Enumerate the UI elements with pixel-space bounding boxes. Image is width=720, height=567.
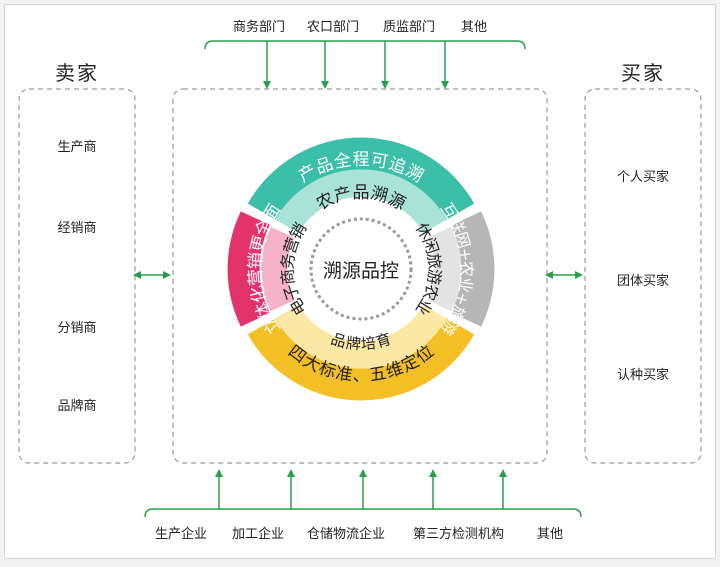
buyer-box — [584, 88, 702, 464]
top-bracket — [204, 40, 526, 50]
bottom-party-4: 第三方检测机构 — [413, 527, 505, 542]
center-label: 溯源品控 — [323, 260, 399, 282]
seller-item: 分销商 — [57, 321, 97, 336]
ring-left-outer — [227, 211, 270, 327]
bottom-bracket — [144, 508, 582, 518]
buyer-item: 认种买家 — [616, 368, 669, 383]
top-dept-2: 农口部门 — [307, 20, 360, 35]
seller-item: 品牌商 — [57, 399, 97, 414]
ring-top-inner — [275, 169, 447, 233]
buyer-item: 团体买家 — [616, 274, 669, 289]
ring-right-outer-arc — [452, 211, 495, 327]
ring-bottom-outer — [247, 318, 475, 401]
seller-title: 卖家 — [55, 61, 99, 85]
diagram-graphics: 产品全程可追溯 农产品溯源 四大标准、五维定位 品牌培育 立体化营销更全面 电子… — [18, 40, 702, 518]
seller-item: 生产商 — [57, 140, 97, 155]
ring-left-inner — [260, 226, 295, 312]
top-dept-4: 其他 — [461, 20, 488, 35]
ring — [227, 137, 495, 401]
bottom-party-1: 生产企业 — [155, 527, 208, 542]
bottom-party-3: 仓储物流企业 — [307, 527, 386, 542]
seller-item: 经销商 — [57, 221, 97, 236]
ring-right-inner — [427, 226, 462, 312]
ring-bottom-inner — [275, 305, 447, 369]
top-dept-3: 质监部门 — [383, 20, 436, 35]
ring-top-outer — [247, 137, 475, 220]
top-dept-1: 商务部门 — [233, 20, 286, 35]
bottom-party-5: 其他 — [537, 527, 564, 542]
buyer-item: 个人买家 — [616, 170, 669, 185]
bottom-party-2: 加工企业 — [232, 527, 285, 542]
center-circle — [309, 217, 413, 321]
buyer-title: 买家 — [621, 61, 665, 85]
diagram-canvas: 产品全程可追溯 农产品溯源 四大标准、五维定位 品牌培育 立体化营销更全面 电子… — [4, 4, 716, 559]
